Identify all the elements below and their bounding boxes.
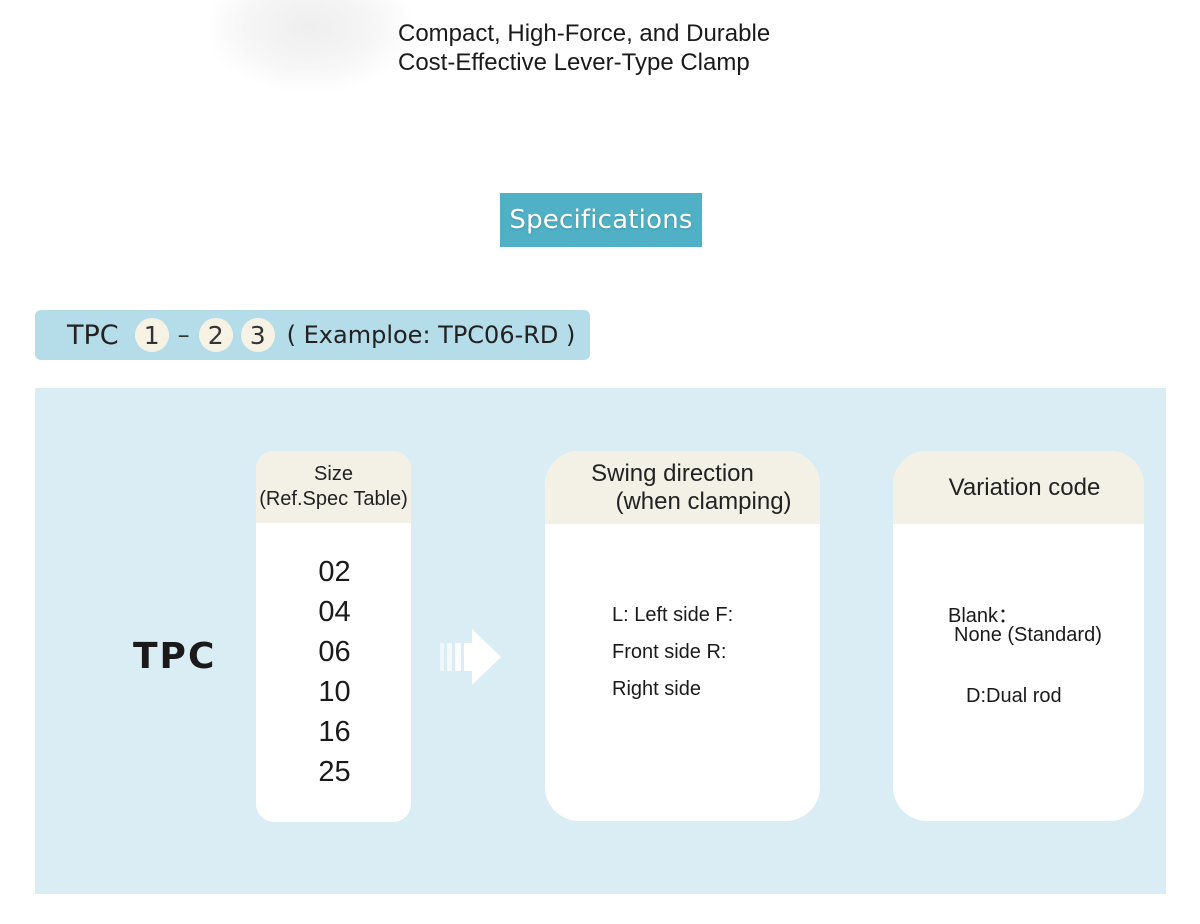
swing-direction-card: Swing direction (when clamping) L: Left … — [545, 451, 820, 821]
swing-card-header: Swing direction (when clamping) — [545, 451, 820, 524]
swing-options: L: Left side F: Front side R: Right side — [612, 597, 733, 708]
size-option: 10 — [318, 676, 351, 708]
size-card-header: Size (Ref.Spec Table) — [256, 451, 411, 523]
swing-option-line: Right side — [612, 678, 701, 700]
product-image-fragment — [210, 0, 410, 90]
code-position-2: 2 — [198, 318, 233, 352]
size-list: 02 04 06 10 16 25 — [256, 552, 411, 792]
tagline-line-1: Compact, High-Force, and Durable — [398, 20, 771, 47]
swing-header-title: Swing direction — [591, 459, 754, 487]
size-header-note: (Ref.Spec Table) — [259, 488, 408, 510]
swing-header-note: (when clamping) — [615, 487, 792, 515]
model-example: ( Examploe: TPC06-RD ) — [286, 321, 576, 349]
model-code-bar: TPC 1 – 2 3 ( Examploe: TPC06-RD ) — [35, 310, 590, 360]
series-label: TPC — [133, 636, 217, 677]
variation-code-card: Variation code Blank： None (Standard) D:… — [893, 451, 1144, 821]
swing-option-line: Front side R: — [612, 641, 727, 663]
size-option: 25 — [318, 756, 351, 788]
code-position-1: 1 — [134, 318, 169, 352]
swing-option-line: L: Left side F: — [612, 604, 734, 626]
variation-blank-value: None (Standard) — [954, 624, 1102, 646]
model-prefix: TPC — [67, 319, 119, 351]
variation-blank-label: Blank： — [948, 605, 1019, 627]
size-option: 02 — [318, 556, 351, 588]
size-option: 04 — [318, 596, 351, 628]
variation-card-header: Variation code — [893, 451, 1144, 524]
variation-dual-rod: D:Dual rod — [966, 685, 1062, 707]
size-option: 16 — [318, 716, 351, 748]
specifications-heading: Specifications — [500, 193, 702, 247]
tagline-line-2: Cost-Effective Lever-Type Clamp — [398, 49, 750, 76]
arrow-right-icon — [440, 629, 501, 685]
code-position-3: 3 — [240, 318, 275, 352]
variation-header-title: Variation code — [948, 473, 1101, 501]
product-tagline: Compact, High-Force, and Durable Cost-Ef… — [398, 19, 770, 77]
code-separator: – — [177, 321, 190, 349]
size-option: 06 — [318, 636, 351, 668]
size-header-title: Size — [314, 463, 353, 485]
size-card: Size (Ref.Spec Table) 02 04 06 10 16 25 — [256, 451, 411, 822]
